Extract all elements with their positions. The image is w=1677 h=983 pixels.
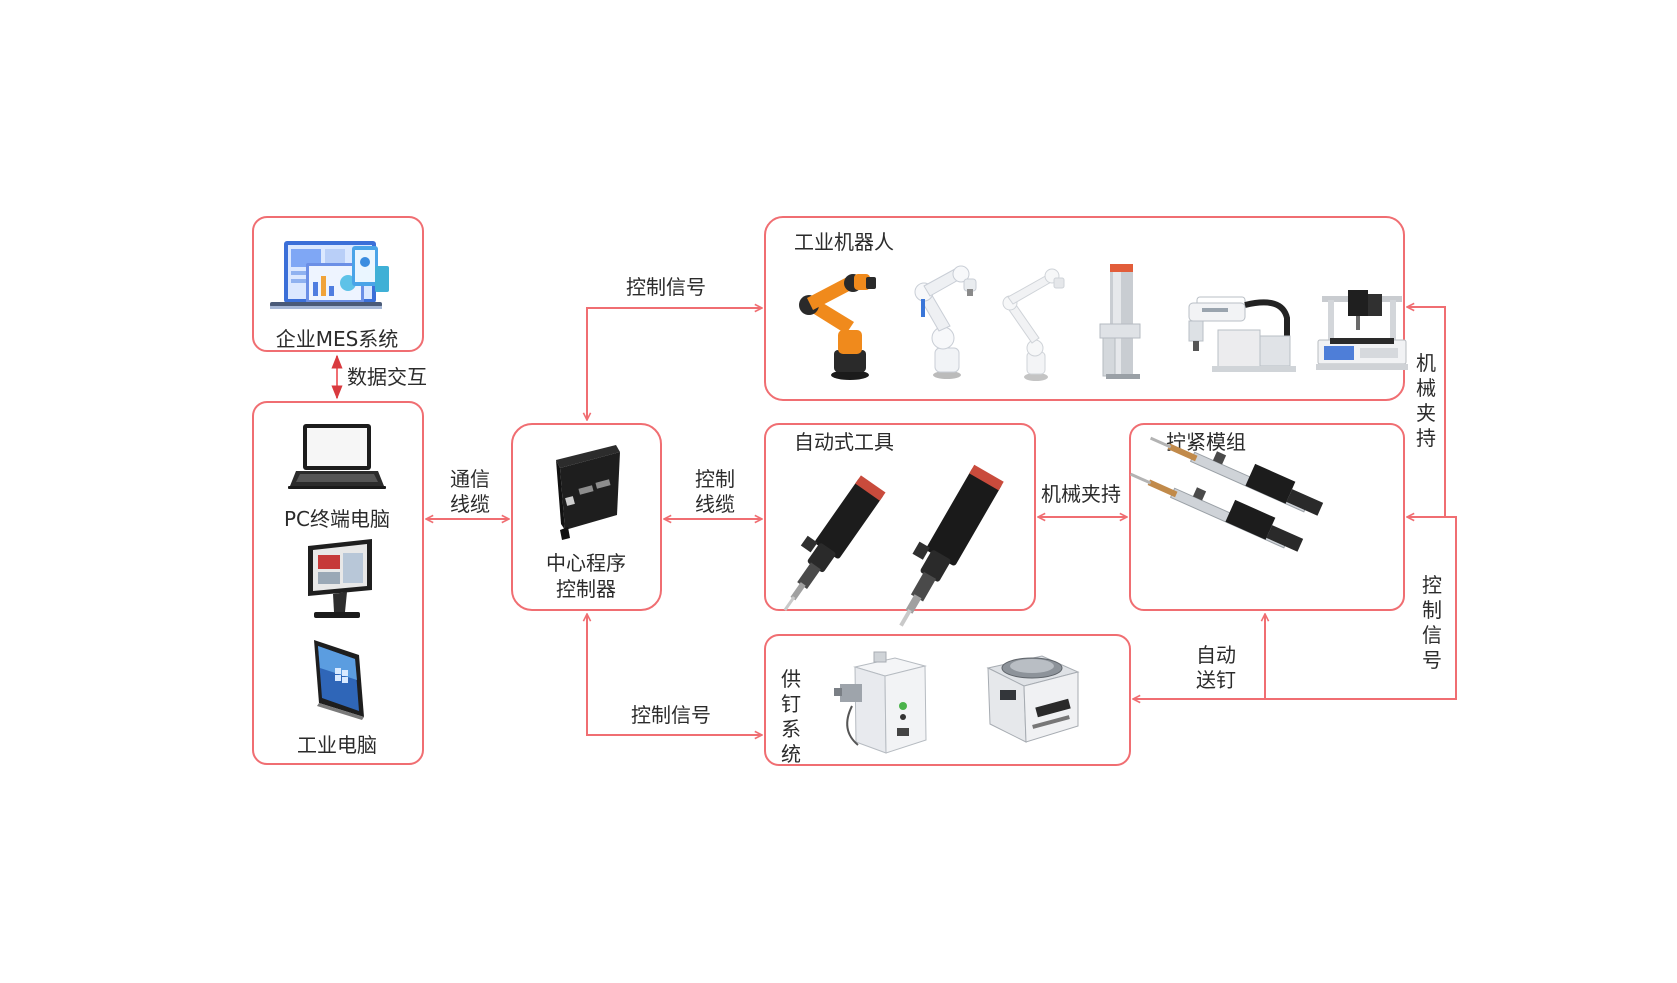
controller-label-line1: 中心程序 — [546, 551, 626, 575]
control-cable-label-1: 控制 — [695, 467, 735, 491]
controller-label-line2: 控制器 — [556, 577, 616, 601]
desktop-gantry-robot-icon — [1316, 290, 1408, 370]
right-clamp-char-3: 夹 — [1416, 401, 1436, 425]
industrial-pc-label: 工业电脑 — [297, 733, 377, 757]
screw-feeder-1-icon — [834, 651, 927, 754]
central-controller-device-icon — [556, 445, 620, 540]
control-signal-top-label: 控制信号 — [626, 275, 706, 299]
right-signal-char-4: 号 — [1422, 648, 1442, 672]
tightening-module-device-icon — [1129, 436, 1324, 552]
industrial-pc-icon — [314, 640, 364, 720]
feeder-label-char-1: 供 — [781, 667, 801, 691]
automatic-screwdriver-1-icon — [783, 475, 886, 611]
laptop-icon — [288, 424, 386, 489]
right-signal-char-1: 控 — [1422, 573, 1442, 597]
scara-robot-icon — [1188, 296, 1296, 372]
controller-robot-arrow — [587, 308, 762, 420]
right-signal-line — [1133, 516, 1457, 699]
feeder-label-char-3: 系 — [781, 717, 801, 741]
right-clamp-char-1: 机 — [1416, 351, 1436, 375]
automatic-screwdriver-2-icon — [899, 464, 1004, 627]
control-signal-bottom-label: 控制信号 — [631, 703, 711, 727]
right-signal-char-2: 制 — [1422, 598, 1442, 622]
mes-dashboard-icon — [270, 241, 389, 309]
automatic-tools-title: 自动式工具 — [794, 430, 894, 454]
linear-column-robot-icon — [1099, 264, 1141, 379]
panel-pc-on-stand-icon — [308, 539, 372, 618]
mes-system-label: 企业MES系统 — [276, 327, 399, 351]
mechanical-clamp-label: 机械夹持 — [1041, 482, 1121, 506]
comm-cable-label-1: 通信 — [450, 467, 490, 491]
auto-feed-label-1: 自动 — [1196, 643, 1236, 667]
data-exchange-label: 数据交互 — [347, 365, 427, 389]
controller-feeder-arrow — [587, 614, 762, 735]
feeder-label-char-4: 统 — [781, 742, 801, 766]
automatic-tools-box — [764, 423, 1036, 611]
right-clamp-char-4: 持 — [1416, 426, 1436, 450]
feeder-label-char-2: 钉 — [781, 692, 801, 716]
auto-feed-label-2: 送钉 — [1196, 668, 1236, 692]
screw-feeder-2-icon — [986, 655, 1080, 743]
right-clamp-loop-arrow — [1407, 307, 1446, 517]
orange-cobot-icon — [799, 274, 876, 380]
right-signal-char-3: 信 — [1422, 623, 1442, 647]
industrial-robots-title: 工业机器人 — [794, 230, 894, 254]
pc-terminal-label: PC终端电脑 — [284, 507, 390, 531]
comm-cable-label-2: 线缆 — [450, 492, 490, 516]
right-clamp-char-2: 械 — [1416, 376, 1436, 400]
slim-white-cobot-icon — [1002, 268, 1065, 381]
white-cobot-icon — [914, 265, 977, 379]
control-cable-label-2: 线缆 — [695, 492, 735, 516]
